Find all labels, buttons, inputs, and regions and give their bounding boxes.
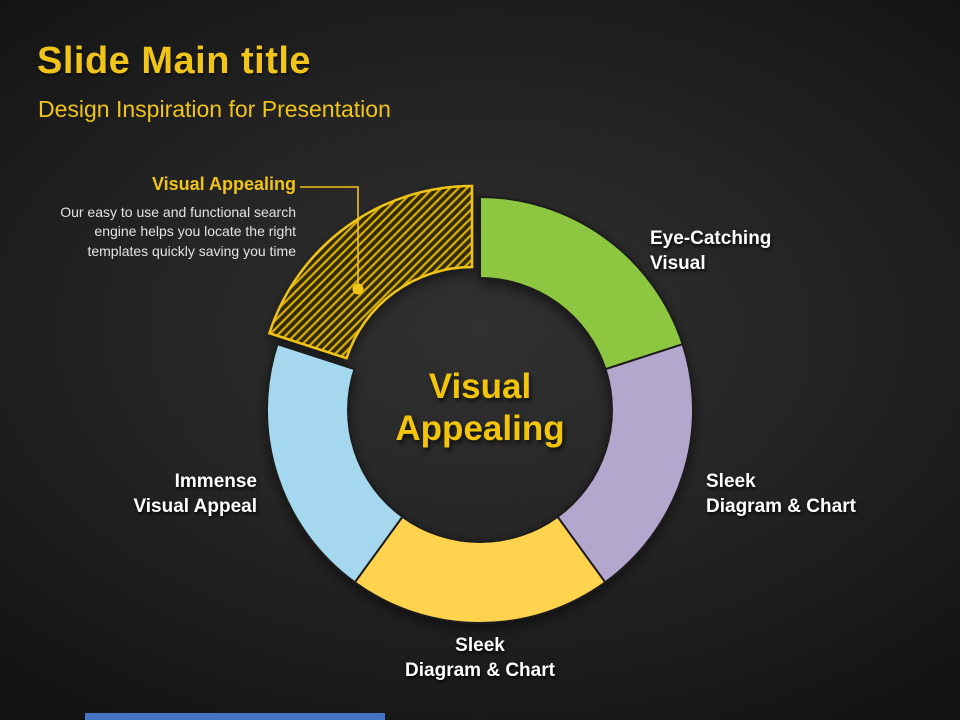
donut-segment-sleek-diagram-right — [556, 342, 694, 584]
callout-connector-line — [300, 186, 359, 286]
label-line: Sleek — [706, 471, 756, 492]
donut-center-label-line2: Appealing — [395, 409, 565, 448]
donut-chart — [266, 184, 694, 624]
label-line: Visual — [650, 252, 706, 274]
callout-connector-dot — [352, 283, 364, 295]
donut-center-label-line1: Visual — [428, 367, 532, 406]
label-line: Eye-Catching — [650, 228, 772, 249]
slide-subtitle: Design Inspiration for Presentation — [38, 96, 391, 122]
label-sleek-diagram-chart-bottom: Sleek Diagram & Chart — [330, 634, 630, 683]
callout: Visual Appealing Our easy to use and fun… — [30, 174, 296, 261]
callout-heading: Visual Appealing — [151, 174, 296, 194]
label-immense-visual-appeal: Immense Visual Appeal — [90, 470, 257, 519]
label-line: Visual Appeal — [133, 495, 257, 517]
donut-segment-visual-appealing-highlighted — [267, 184, 474, 360]
label-line: Immense — [174, 471, 257, 492]
footer-accent-bar — [85, 713, 385, 720]
label-line: Diagram & Chart — [706, 495, 856, 517]
callout-body: Our easy to use and functional search en… — [60, 204, 296, 259]
donut-segment-sleek-diagram-bottom — [353, 515, 607, 624]
donut-center-label: Visual Appealing — [330, 366, 630, 450]
slide-title: Slide Main title — [37, 40, 312, 82]
donut-segment-eye-catching-visual — [479, 195, 684, 371]
donut-segment-immense-visual-appeal — [266, 342, 404, 584]
label-eye-catching-visual: Eye-Catching Visual — [650, 227, 771, 276]
label-line: Diagram & Chart — [405, 659, 555, 681]
label-line: Sleek — [455, 635, 505, 656]
label-sleek-diagram-chart-right: Sleek Diagram & Chart — [706, 470, 856, 519]
